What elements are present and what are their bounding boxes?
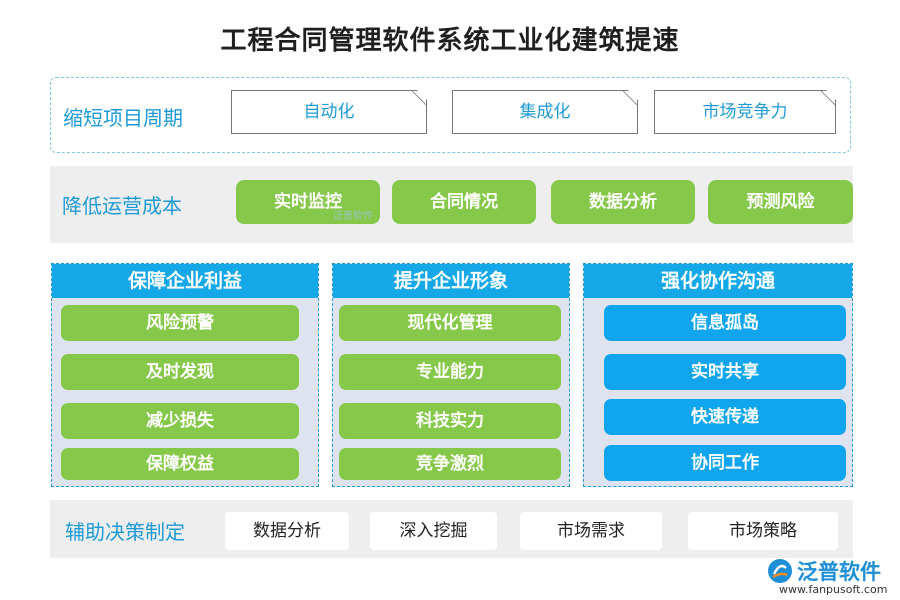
logo-url: www.fanpusoft.com xyxy=(779,583,888,596)
column-header: 提升企业形象 xyxy=(333,264,569,298)
column-item: 科技实力 xyxy=(339,403,561,439)
brand-logo: 泛普软件 www.fanpusoft.com xyxy=(765,556,895,596)
market-strategy-box: 市场策略 xyxy=(688,512,838,550)
deep-mining-box: 深入挖掘 xyxy=(370,512,497,550)
column-strengthen-collaboration: 强化协作沟通 信息孤岛 实时共享 快速传递 协同工作 xyxy=(583,263,853,487)
column-header: 强化协作沟通 xyxy=(584,264,852,298)
column-item: 协同工作 xyxy=(604,445,846,481)
column-item: 减少损失 xyxy=(61,403,299,439)
market-demand-box: 市场需求 xyxy=(520,512,662,550)
fanpu-logo-icon xyxy=(768,559,792,583)
data-analysis-box: 数据分析 xyxy=(551,180,695,224)
data-analysis-box: 数据分析 xyxy=(225,512,349,550)
column-item: 保障权益 xyxy=(61,448,299,480)
market-competitiveness-box: 市场竞争力 xyxy=(654,90,836,134)
assist-decision-panel: 辅助决策制定 数据分析 深入挖掘 市场需求 市场策略 xyxy=(50,500,853,558)
column-item: 风险预警 xyxy=(61,305,299,341)
column-item: 专业能力 xyxy=(339,354,561,390)
automation-box: 自动化 xyxy=(231,90,427,134)
column-item: 现代化管理 xyxy=(339,305,561,341)
logo-name: 泛普软件 xyxy=(797,560,881,584)
column-header: 保障企业利益 xyxy=(52,264,318,298)
realtime-monitor-box: 实时监控 xyxy=(236,180,380,224)
shorten-cycle-label: 缩短项目周期 xyxy=(63,106,183,130)
reduce-cost-panel: 降低运营成本 实时监控 合同情况 数据分析 预测风险 泛普软件 xyxy=(50,166,853,243)
column-item: 竞争激烈 xyxy=(339,448,561,480)
predict-risk-box: 预测风险 xyxy=(708,180,853,224)
reduce-cost-label: 降低运营成本 xyxy=(62,194,182,218)
column-enhance-image: 提升企业形象 现代化管理 专业能力 科技实力 竞争激烈 xyxy=(332,263,570,487)
watermark-text: 泛普软件 xyxy=(333,211,373,222)
shorten-cycle-panel: 缩短项目周期 自动化 集成化 市场竞争力 xyxy=(50,77,851,153)
column-item: 及时发现 xyxy=(61,354,299,390)
assist-decision-label: 辅助决策制定 xyxy=(65,520,185,544)
page-title: 工程合同管理软件系统工业化建筑提速 xyxy=(220,26,680,56)
column-item: 信息孤岛 xyxy=(604,305,846,341)
integration-box: 集成化 xyxy=(452,90,638,134)
column-item: 实时共享 xyxy=(604,354,846,390)
column-protect-interests: 保障企业利益 风险预警 及时发现 减少损失 保障权益 xyxy=(51,263,319,487)
column-item: 快速传递 xyxy=(604,399,846,435)
contract-status-box: 合同情况 xyxy=(392,180,536,224)
